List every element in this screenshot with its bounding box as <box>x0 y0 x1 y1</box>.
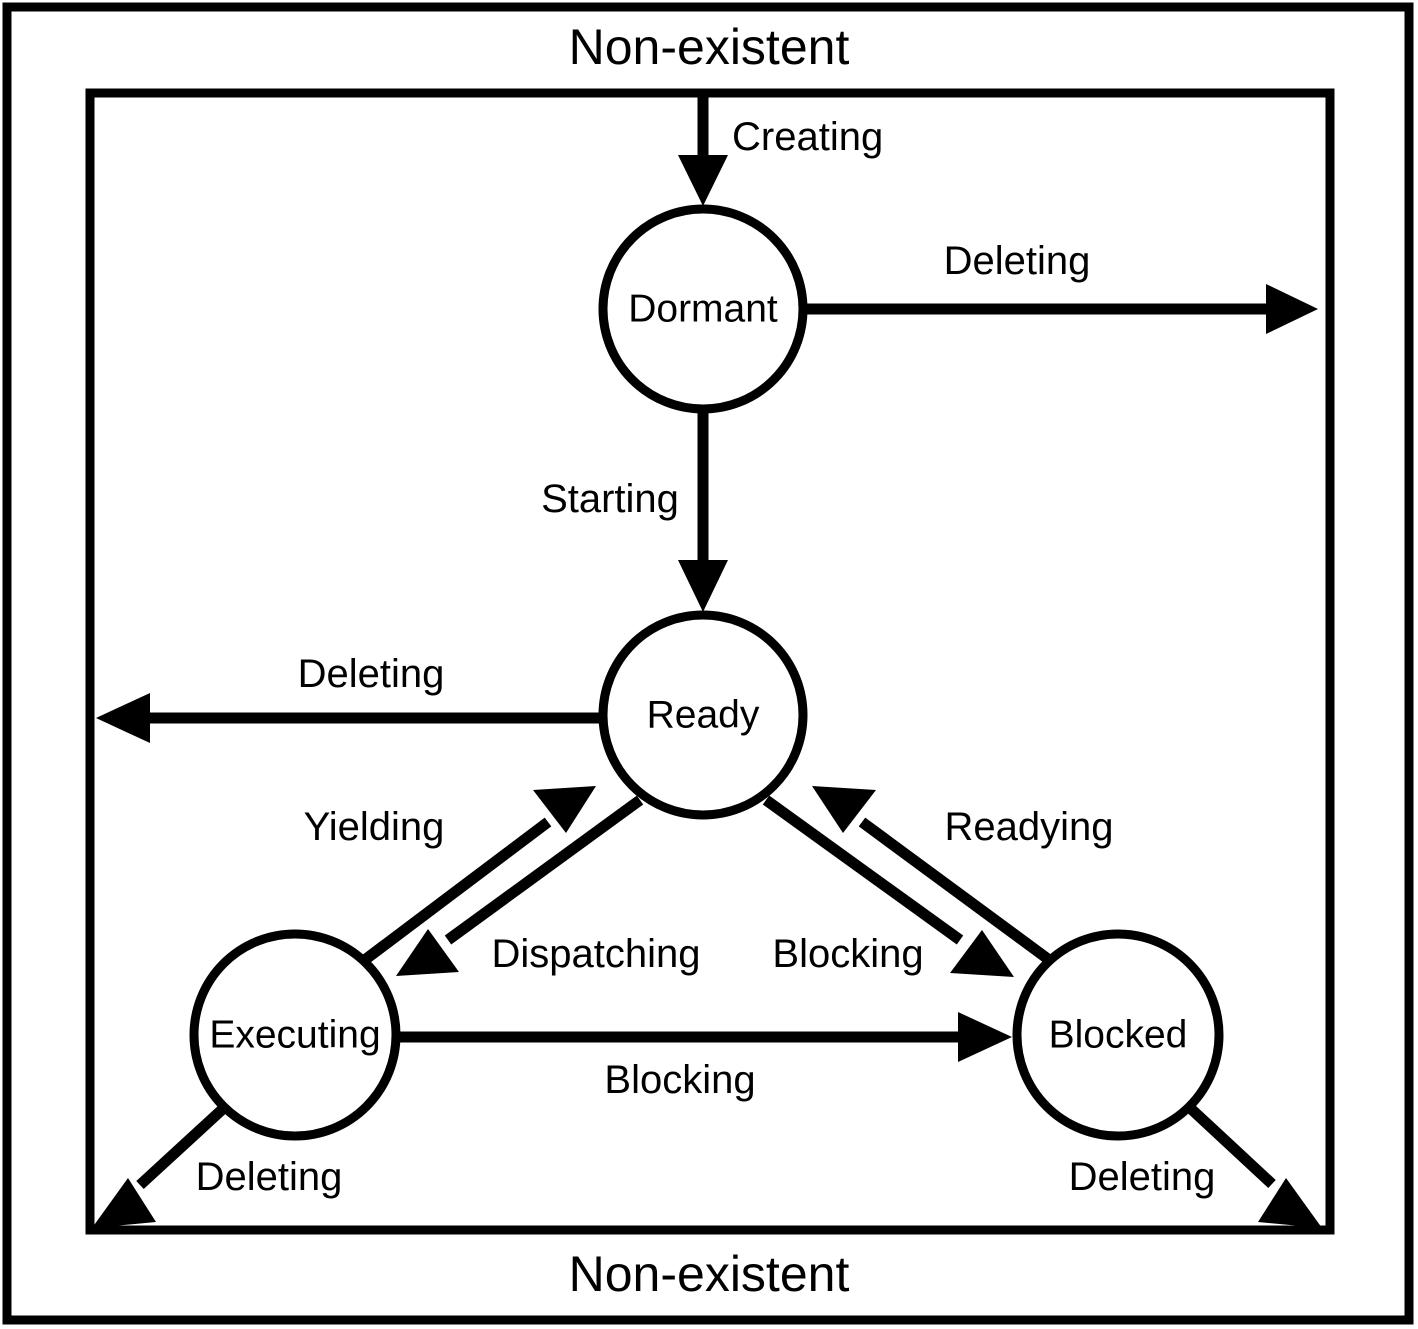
node-blocked-label: Blocked <box>1049 1014 1188 1057</box>
edge-deleting-blocked-arrowhead <box>1258 1178 1322 1228</box>
edge-deleting-blocked-line <box>1184 1101 1276 1189</box>
node-ready[interactable]: Ready <box>598 610 808 820</box>
node-dormant-circle[interactable] <box>598 204 808 414</box>
edge-deleting-blocked <box>1184 1101 1322 1228</box>
edge-label-dispatching: Dispatching <box>491 932 700 976</box>
node-blocked-circle[interactable] <box>1012 929 1224 1141</box>
node-ready-label: Ready <box>647 694 760 737</box>
node-ready-circle[interactable] <box>598 610 808 820</box>
edge-label-starting: Starting <box>541 477 679 521</box>
edge-yielding-line <box>358 817 552 967</box>
node-executing-label: Executing <box>209 1014 380 1057</box>
edge-deleting-dormant-arrowhead <box>1266 284 1318 334</box>
edge-deleting-executing-arrowhead <box>92 1178 156 1228</box>
edge-label-blocking-ready: Blocking <box>772 932 923 976</box>
edge-yielding-arrowhead <box>533 786 596 833</box>
edge-label-creating: Creating <box>732 115 883 159</box>
edge-dispatching-line <box>444 795 644 945</box>
node-executing[interactable]: Executing <box>189 929 401 1141</box>
edge-deleting-executing-line <box>136 1101 230 1190</box>
edge-starting <box>678 410 728 612</box>
region-label-top: Non-existent <box>569 19 850 75</box>
edge-starting-arrowhead <box>678 560 728 612</box>
edge-label-blocking-executing: Blocking <box>604 1058 755 1102</box>
edge-blocking-ready-arrowhead <box>950 930 1014 977</box>
edge-creating-arrowhead <box>678 155 728 206</box>
node-dormant-label: Dormant <box>628 288 778 331</box>
inner-frame <box>85 88 1335 1235</box>
edge-blocking-ready-line <box>762 795 964 945</box>
node-blocked[interactable]: Blocked <box>1012 929 1224 1141</box>
edge-readying <box>812 786 1056 967</box>
edge-blocking-ready <box>762 795 1014 977</box>
edge-yielding <box>358 786 596 967</box>
edge-label-deleting-ready: Deleting <box>298 652 445 696</box>
region-label-bottom: Non-existent <box>569 1246 850 1302</box>
edge-dispatching <box>396 795 644 976</box>
edge-deleting-ready <box>96 693 602 743</box>
edge-label-deleting-executing: Deleting <box>196 1155 343 1199</box>
edge-readying-arrowhead <box>812 786 876 833</box>
edge-creating <box>678 96 728 206</box>
edge-readying-line <box>858 817 1056 967</box>
edge-blocking-executing <box>397 1012 1012 1062</box>
edge-blocking-executing-arrowhead <box>958 1012 1012 1062</box>
edge-deleting-dormant <box>804 284 1318 334</box>
edge-label-deleting-dormant: Deleting <box>944 239 1091 283</box>
edge-label-readying: Readying <box>944 805 1113 849</box>
edge-deleting-executing <box>92 1101 230 1228</box>
edge-dispatching-arrowhead <box>396 929 459 976</box>
edge-label-deleting-blocked: Deleting <box>1069 1155 1216 1199</box>
edge-label-yielding: Yielding <box>304 805 445 849</box>
node-dormant[interactable]: Dormant <box>598 204 808 414</box>
edge-deleting-ready-arrowhead <box>96 693 150 743</box>
node-executing-circle[interactable] <box>189 929 401 1141</box>
